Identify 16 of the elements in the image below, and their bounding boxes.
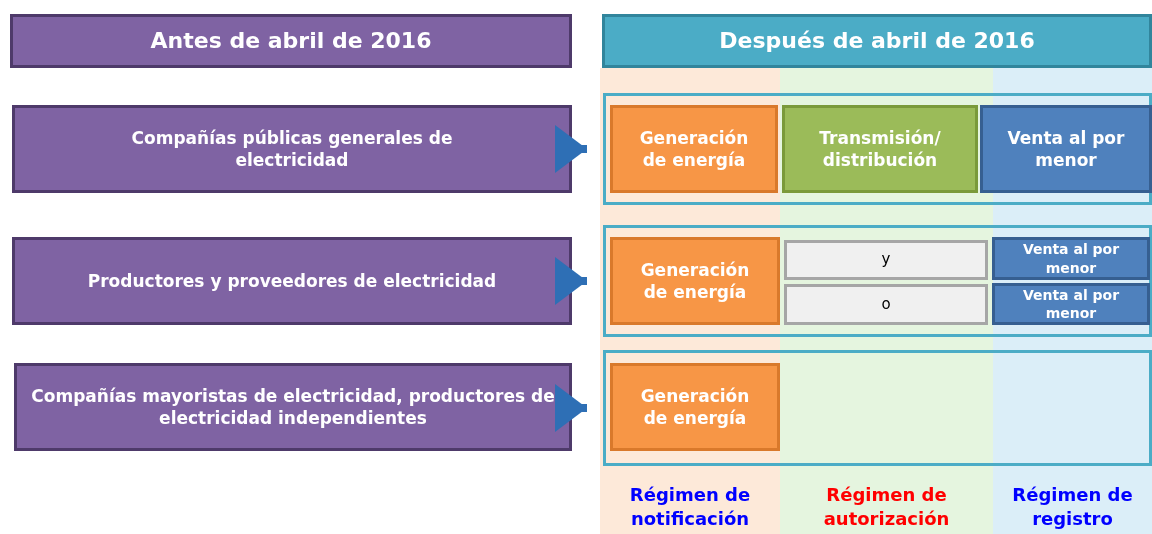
process-box: Transmisión/ distribución: [782, 105, 978, 193]
row-frame: [603, 225, 1152, 337]
process-box: Generación de energía: [610, 237, 780, 325]
process-box: Venta al por menor: [992, 283, 1150, 325]
category-box: Productores y proveedores de electricidad: [12, 237, 572, 325]
process-box: Venta al por menor: [992, 237, 1150, 280]
process-box: y: [784, 240, 988, 280]
category-box: Compañías públicas generales de electricidad: [12, 105, 572, 193]
process-box: Generación de energía: [610, 105, 778, 193]
header-banner: Antes de abril de 2016: [10, 14, 572, 68]
category-box: Compañías mayoristas de electricidad, productores de electricidad independientes: [14, 363, 572, 451]
row-frame: [603, 350, 1152, 466]
header-banner: Después de abril de 2016: [602, 14, 1152, 68]
row-frame: [603, 93, 1152, 205]
process-box: Generación de energía: [610, 363, 780, 451]
process-box: o: [784, 284, 988, 325]
